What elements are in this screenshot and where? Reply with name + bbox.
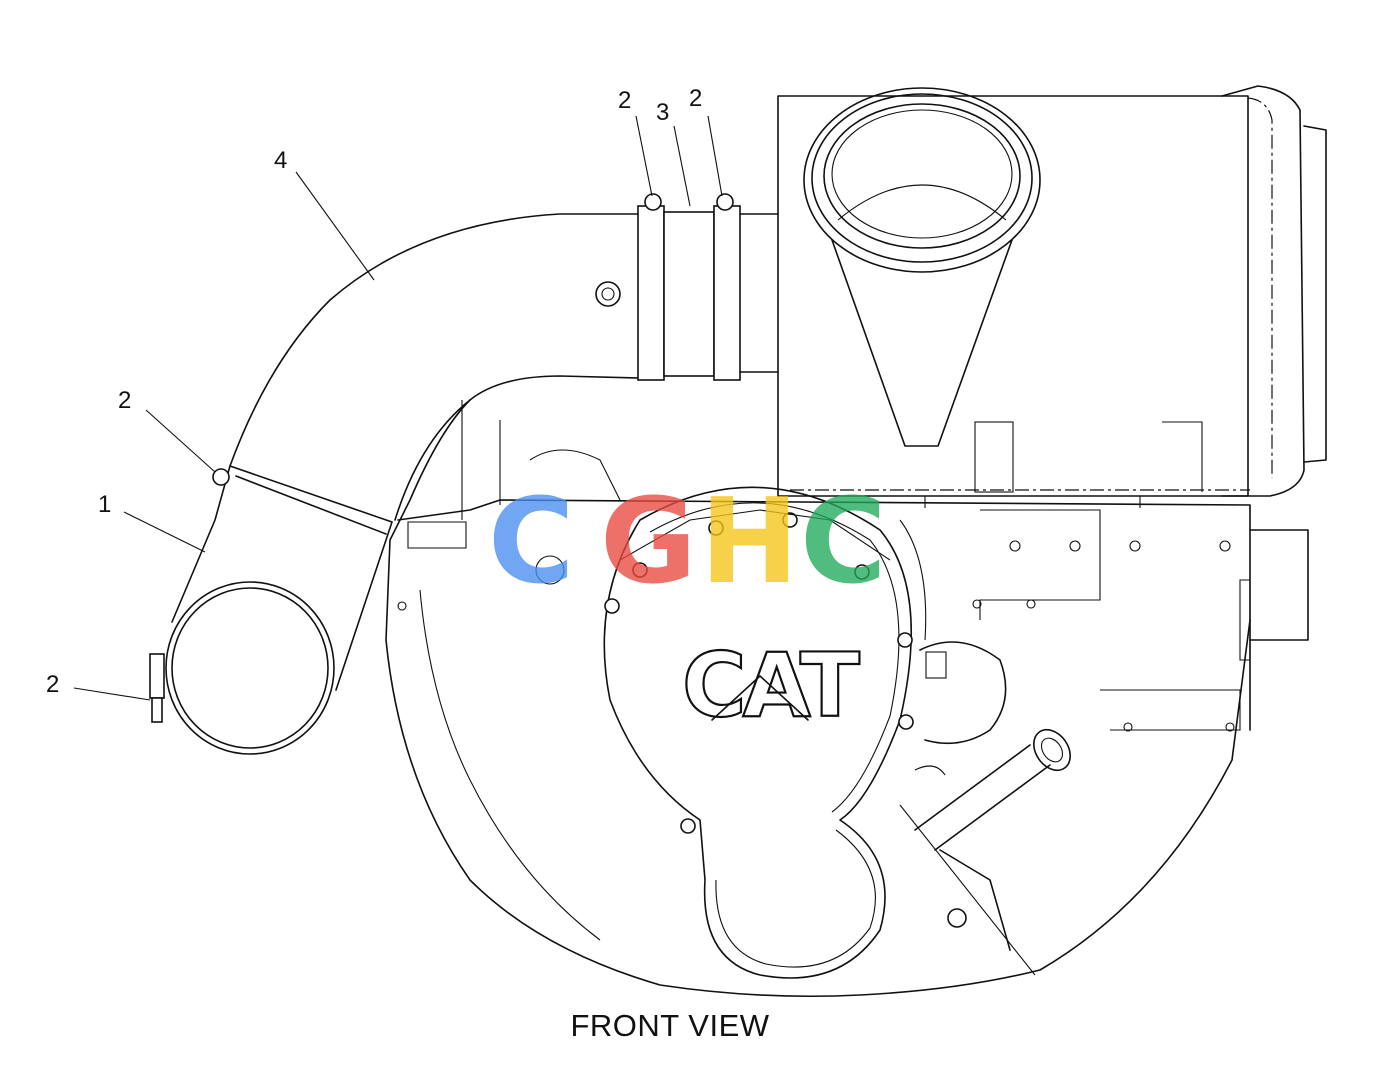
callout-label: 4 (274, 147, 287, 174)
watermark-letter-g: G (600, 472, 697, 610)
callout-label: 2 (46, 671, 59, 698)
watermark-letter-h: H (700, 472, 799, 610)
watermark-letter-c2: C (800, 472, 887, 610)
air-inlet-cone (803, 87, 1041, 447)
callout-label: 2 (689, 85, 702, 112)
elbow-duct (229, 193, 779, 521)
air-cleaner-housing (777, 85, 1327, 508)
watermark: C G H C (488, 472, 887, 610)
front-cover (603, 486, 927, 979)
watermark-letter-c1: C (488, 472, 575, 610)
callout-label: 1 (98, 491, 111, 518)
callout-labels: 1 2 2 2 3 2 4 (46, 85, 702, 698)
callout-label: 2 (118, 387, 131, 414)
callout-leaders (73, 115, 723, 701)
accessory-drive (899, 641, 1071, 976)
callout-label: 3 (656, 99, 669, 126)
view-caption: FRONT VIEW (570, 1008, 770, 1043)
cat-logo: CAT (681, 633, 865, 738)
inlet-adapter (149, 465, 393, 755)
engine-housing (385, 399, 1309, 998)
callout-label: 2 (618, 87, 631, 114)
